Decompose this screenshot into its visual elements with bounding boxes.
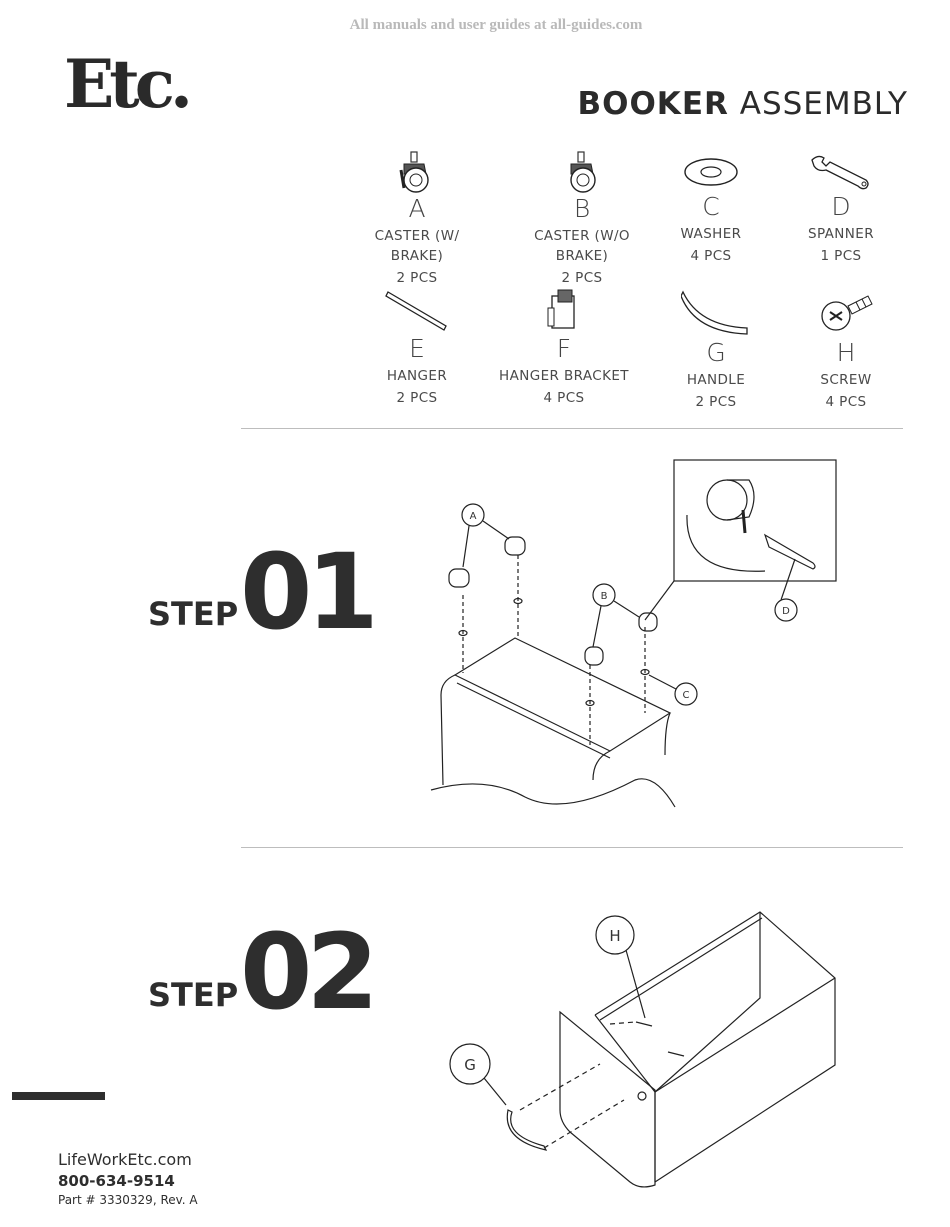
part-g-letter: G: [706, 338, 726, 367]
callout-h: H: [609, 927, 620, 945]
part-b-qty: 2 PCS: [561, 270, 603, 286]
part-e: E HANGER 2 PCS: [367, 288, 467, 408]
footer-accent-bar: [12, 1092, 105, 1100]
part-c-name: WASHER: [680, 226, 742, 242]
part-a-name: CASTER (W/ BRAKE): [374, 228, 460, 264]
hanger-bracket-icon: [547, 289, 575, 329]
part-a: A CASTER (W/ BRAKE) 2 PCS: [347, 150, 487, 288]
part-c: C WASHER 4 PCS: [661, 150, 761, 266]
part-h-letter: H: [836, 338, 856, 367]
part-a-qty: 2 PCS: [396, 270, 438, 286]
part-b-letter: B: [573, 194, 591, 223]
caster-icon: [570, 151, 596, 193]
part-e-letter: E: [409, 334, 425, 363]
section-divider-1: [241, 428, 903, 429]
part-a-letter: A: [408, 194, 426, 223]
step-2-label: STEP: [148, 976, 239, 1014]
part-d-qty: 1 PCS: [820, 248, 862, 264]
part-h: H SCREW 4 PCS: [796, 288, 896, 412]
step-2-number: 02: [240, 911, 379, 1033]
part-b-name: CASTER (W/O BRAKE): [534, 228, 630, 264]
part-h-qty: 4 PCS: [825, 394, 867, 410]
title-product-name: BOOKER: [577, 86, 729, 122]
part-f-letter: F: [556, 334, 572, 363]
brand-logo-text: Etc.: [64, 45, 193, 123]
part-f-qty: 4 PCS: [543, 390, 585, 406]
callout-b: B: [601, 591, 608, 602]
handle-icon: [681, 290, 748, 335]
part-c-letter: C: [702, 192, 720, 221]
watermark: All manuals and user guides at all-guide…: [349, 17, 643, 33]
washer-icon: [684, 158, 738, 186]
part-d-letter: D: [831, 192, 851, 221]
part-h-name: SCREW: [820, 372, 872, 388]
section-divider-2: [241, 847, 903, 848]
part-d-name: SPANNER: [808, 226, 874, 242]
part-g: G HANDLE 2 PCS: [666, 288, 766, 412]
part-e-name: HANGER: [386, 368, 448, 384]
part-d: D SPANNER 1 PCS: [791, 150, 891, 266]
hanger-icon: [385, 291, 447, 331]
document-title: BOOKER ASSEMBLY: [577, 86, 908, 122]
part-e-qty: 2 PCS: [396, 390, 438, 406]
title-subtitle: ASSEMBLY: [739, 86, 908, 122]
step-1-illustration: A B C D: [430, 459, 837, 808]
callout-a: A: [470, 511, 477, 522]
footer-phone: 800-634-9514: [58, 1172, 175, 1190]
step-1-label: STEP: [148, 595, 239, 633]
callout-g: G: [464, 1056, 476, 1074]
footer-website: LifeWorkEtc.com: [58, 1150, 192, 1169]
callout-c: C: [683, 690, 690, 701]
part-g-name: HANDLE: [686, 372, 746, 388]
part-f: F HANGER BRACKET 4 PCS: [486, 288, 642, 408]
step-2-illustration: H G: [449, 911, 836, 1188]
spanner-icon: [811, 155, 869, 190]
caster-brake-icon: [399, 151, 429, 193]
part-b: B CASTER (W/O BRAKE) 2 PCS: [507, 150, 657, 288]
step-1-number: 01: [240, 531, 379, 653]
part-c-qty: 4 PCS: [690, 248, 732, 264]
screw-icon: [821, 295, 873, 331]
brand-logo: Etc.: [64, 38, 194, 130]
footer-part-number: Part # 3330329, Rev. A: [58, 1193, 198, 1207]
part-f-name: HANGER BRACKET: [499, 368, 629, 384]
callout-d: D: [782, 606, 790, 617]
part-g-qty: 2 PCS: [695, 394, 737, 410]
